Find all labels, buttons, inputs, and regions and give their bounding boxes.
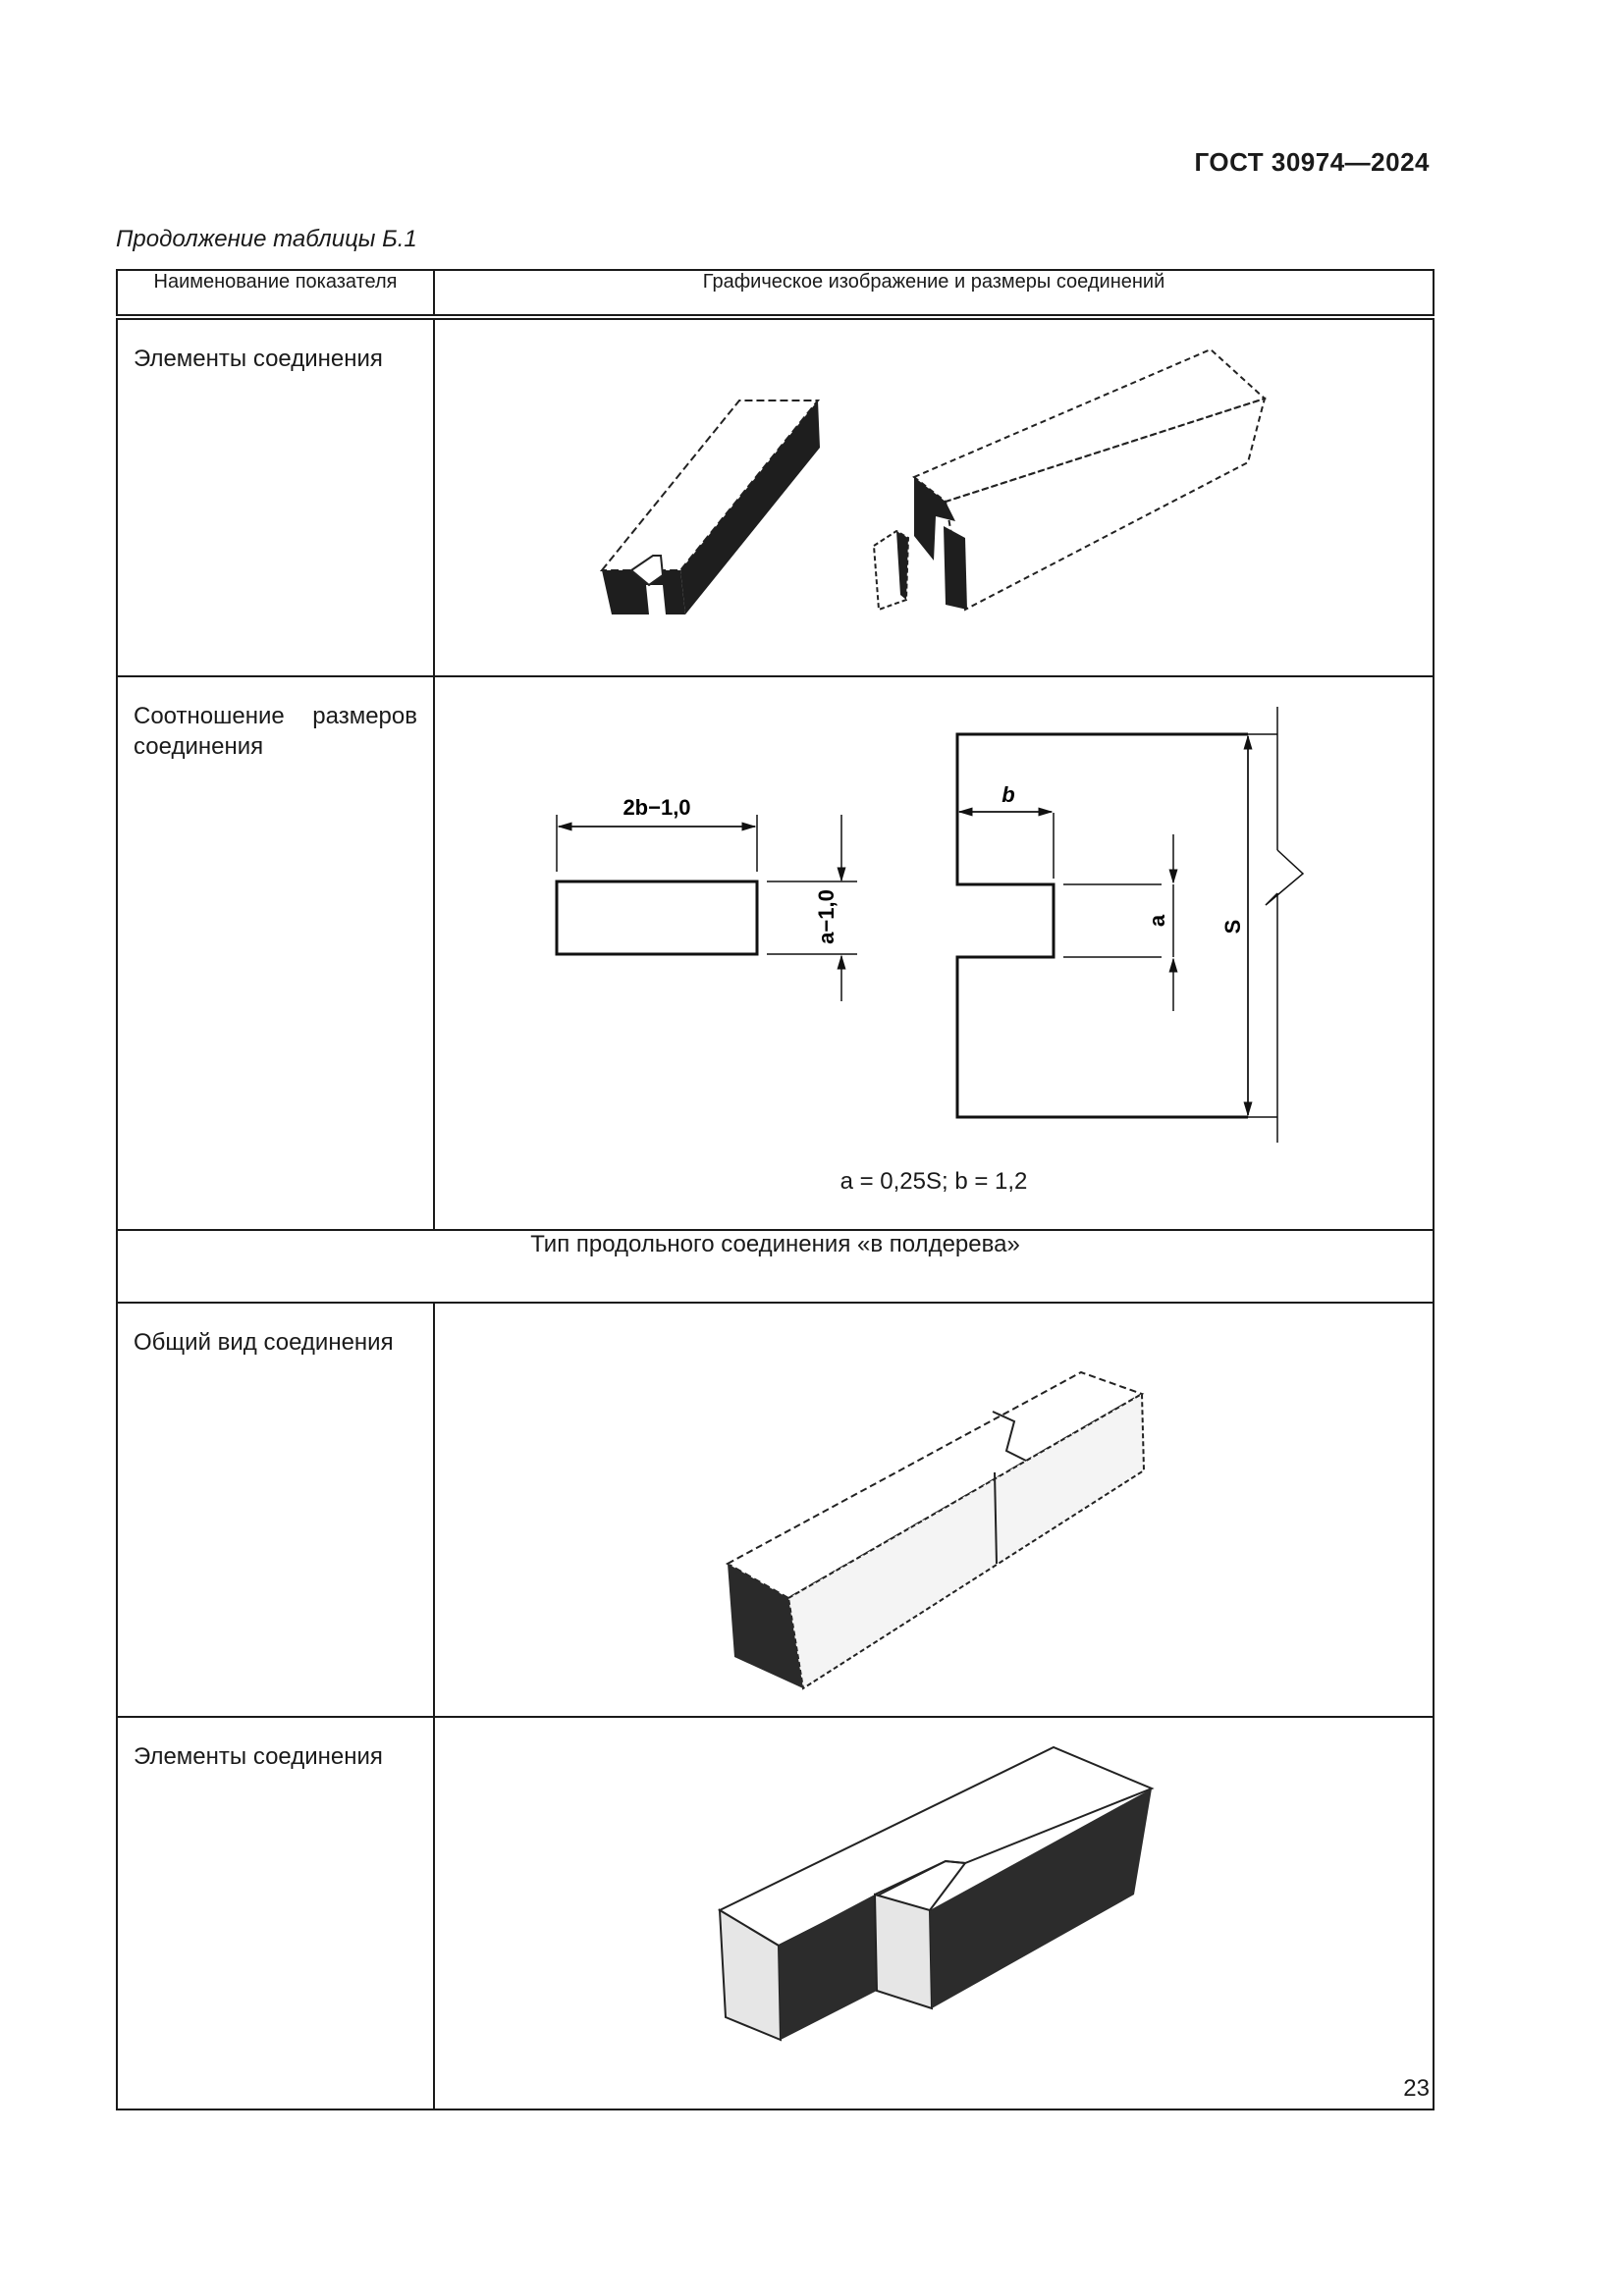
- header-graphic-image: Графическое изображение и размеры соедин…: [433, 269, 1435, 320]
- figure-cell: 2b−1,0 a−1,0 b a S a = 0,25S; b = 1,2: [433, 675, 1435, 1231]
- assembled-beam-image: [725, 1370, 1146, 1690]
- table-header-row: Наименование показателя Графическое изоб…: [116, 269, 1435, 320]
- table-row: Элементы соединения: [116, 1716, 1435, 2110]
- section-title: Тип продольного соединения «в полдерева»: [116, 1229, 1435, 1304]
- dimension-formula: a = 0,25S; b = 1,2: [839, 1168, 1028, 1195]
- table-row: Соотношение размеров соединения: [116, 675, 1435, 1231]
- row-label: Элементы соединения: [116, 1716, 435, 2110]
- row-label: Соотношение размеров соединения: [116, 675, 435, 1231]
- dim-label-a: a: [1145, 914, 1169, 927]
- header-indicator-name: Наименование показателя: [116, 269, 435, 320]
- dim-label-b: b: [1001, 782, 1014, 807]
- row-label: Общий вид соединения: [116, 1302, 435, 1718]
- tongue-elements-drawing: [599, 347, 1267, 614]
- half-lap-elements-view: [717, 1745, 1155, 2042]
- row-label: Элементы соединения: [116, 316, 435, 677]
- table-row: Общий вид соединения: [116, 1302, 1435, 1718]
- dim-label-width: 2b−1,0: [623, 795, 690, 820]
- slot-section: [955, 707, 1305, 1143]
- figure-cell: [433, 316, 1435, 677]
- tongue-section: [555, 815, 857, 1001]
- dim-label-height: a−1,0: [814, 889, 839, 944]
- row-label-text: Соотношение размеров соединения: [134, 703, 417, 761]
- figure-cell: [433, 1716, 1435, 2110]
- joints-table: Наименование показателя Графическое изоб…: [116, 269, 1435, 2110]
- figure-cell: [433, 1302, 1435, 1718]
- table-caption: Продолжение таблицы Б.1: [116, 226, 417, 252]
- half-lap-general-view: [725, 1370, 1146, 1690]
- page-number: 23: [1403, 2075, 1430, 2102]
- right-beam-image: [872, 347, 1267, 612]
- section-row: Тип продольного соединения «в полдерева»: [116, 1229, 1435, 1304]
- half-lap-element-image: [717, 1745, 1155, 2042]
- left-beam-image: [599, 400, 821, 614]
- dim-label-s: S: [1220, 920, 1245, 934]
- dimension-drawing: 2b−1,0 a−1,0 b a S: [555, 707, 1305, 1143]
- standard-number: ГОСТ 30974—2024: [1194, 147, 1430, 177]
- table-row: Элементы соединения: [116, 316, 1435, 677]
